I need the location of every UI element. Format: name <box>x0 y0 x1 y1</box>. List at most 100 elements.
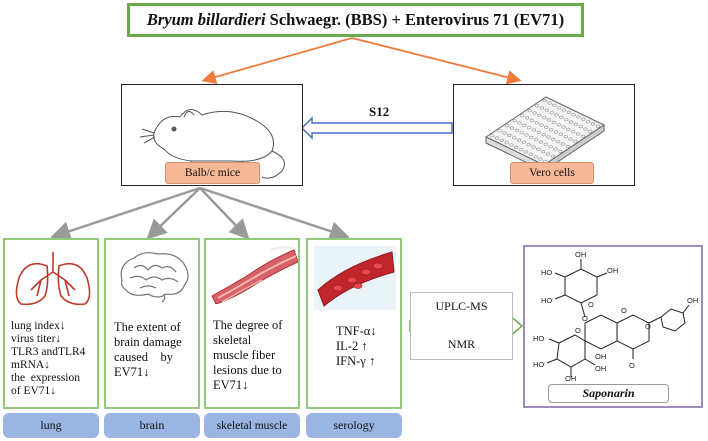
panel-lung: lung index↓ virus titer↓ TLR3 andTLR4 mR… <box>3 238 99 409</box>
balbc-mice-label: Balb/c mice <box>165 162 260 184</box>
well <box>563 135 568 139</box>
well <box>553 147 558 151</box>
well <box>531 145 536 149</box>
muscle-line: The degree of <box>213 318 283 332</box>
well <box>545 152 551 156</box>
muscle-line: EV71↓ <box>213 378 249 392</box>
well <box>565 144 570 148</box>
well <box>553 130 559 134</box>
well <box>538 140 544 144</box>
well <box>560 142 566 146</box>
well <box>552 103 557 107</box>
well <box>535 104 540 108</box>
well <box>542 116 547 120</box>
well <box>534 138 539 142</box>
well <box>544 108 549 112</box>
well <box>521 140 526 144</box>
well <box>519 131 524 135</box>
well <box>504 141 509 145</box>
well <box>512 119 517 123</box>
well <box>571 113 576 117</box>
atom-label: O <box>645 322 651 331</box>
well <box>546 118 552 122</box>
well <box>529 135 534 139</box>
well <box>509 143 514 147</box>
atom-label: HO <box>541 268 552 277</box>
well <box>566 127 571 131</box>
well <box>557 106 562 110</box>
well <box>509 126 515 130</box>
atom-label: HO <box>533 334 544 343</box>
atom-label: O <box>588 300 594 309</box>
well <box>512 136 517 140</box>
atom-label: HO <box>533 360 544 369</box>
muscle-line: muscle fiber <box>213 348 276 362</box>
well <box>524 116 530 120</box>
well <box>507 133 512 137</box>
atom-label: OH <box>595 352 606 361</box>
serology-line: IL-2 ↑ <box>336 339 368 353</box>
panel-serology: TNF-α↓ IL-2 ↑ IFN-γ ↑ <box>306 238 402 409</box>
atom-label: O <box>575 326 581 335</box>
atom-label: O <box>582 314 588 323</box>
atom-label: OH <box>595 364 606 373</box>
well <box>523 150 529 154</box>
well <box>561 108 567 112</box>
brain-text: The extent of brain damage caused by EV7… <box>114 320 198 380</box>
brain-line: brain damage <box>114 335 182 349</box>
well <box>578 125 583 129</box>
title-rest: Schwaegr. (BBS) + Enterovirus 71 (EV71) <box>265 10 565 29</box>
atom-label: HO <box>541 296 552 305</box>
blood-vessel-icon <box>314 246 396 310</box>
well <box>571 130 576 134</box>
well <box>551 137 556 141</box>
s12-arrow <box>300 116 453 140</box>
gray-arrow-muscle <box>199 187 250 240</box>
well <box>550 154 555 158</box>
well <box>499 138 504 142</box>
lungs-icon <box>15 252 91 306</box>
well <box>548 145 553 149</box>
serology-text: TNF-α↓ IL-2 ↑ IFN-γ ↑ <box>336 324 402 369</box>
well <box>581 117 586 121</box>
well <box>531 128 537 132</box>
well <box>546 135 551 139</box>
mouse-box: Balb/c mice <box>121 84 303 186</box>
vero-cells-label: Vero cells <box>510 162 594 184</box>
brain-line: The extent of <box>114 320 181 334</box>
well <box>538 157 543 161</box>
panel-brain: The extent of brain damage caused by EV7… <box>104 238 200 409</box>
well <box>516 138 522 142</box>
methods-box: UPLC-MS NMR <box>410 292 513 360</box>
well <box>536 147 541 151</box>
well <box>517 121 522 125</box>
vero-box: Vero cells <box>453 84 635 186</box>
atom-label: OH <box>607 266 618 275</box>
well <box>583 127 588 131</box>
well <box>529 118 534 122</box>
lung-line: lung index↓ <box>11 320 66 332</box>
label-serology: serology <box>306 413 402 438</box>
panel-muscle: The degree of skeletal muscle fiber lesi… <box>204 238 300 409</box>
well <box>559 115 564 119</box>
lung-text: lung index↓ virus titer↓ TLR3 andTLR4 mR… <box>11 320 97 398</box>
muscle-fiber-icon <box>211 246 298 304</box>
well <box>527 126 532 130</box>
atom-label: OH <box>575 250 586 259</box>
well <box>556 123 561 127</box>
well <box>558 132 563 136</box>
method-nmr: NMR <box>447 337 476 351</box>
atom-label: OH <box>565 374 576 383</box>
well <box>541 133 546 137</box>
well <box>532 111 537 115</box>
serology-line: TNF-α↓ <box>336 324 377 338</box>
label-muscle: skeletal muscle <box>204 413 300 438</box>
well <box>537 113 542 117</box>
lung-line: TLR3 andTLR4 <box>11 346 86 358</box>
well <box>586 120 591 124</box>
well <box>544 125 549 129</box>
well <box>573 139 578 143</box>
well <box>568 120 574 124</box>
atom-label: O <box>621 306 627 315</box>
